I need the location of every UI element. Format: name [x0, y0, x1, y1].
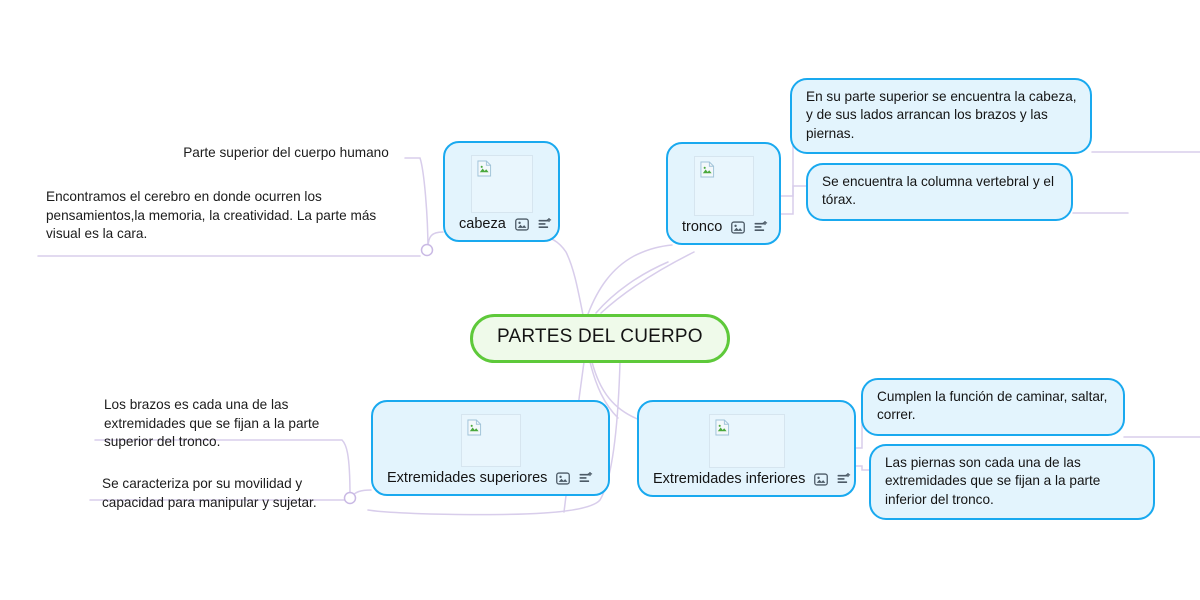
image-icon[interactable]: [556, 472, 571, 486]
ext-inf-note-2-text: Las piernas son cada una de las extremid…: [885, 455, 1101, 507]
cabeza-caption-row: cabeza: [457, 216, 551, 233]
wire-root-cabeza: [537, 235, 584, 316]
image-icon[interactable]: [814, 473, 829, 487]
node-cabeza[interactable]: cabeza: [443, 141, 560, 242]
note-add-icon[interactable]: [754, 221, 768, 234]
node-extremidades-superiores-note-2[interactable]: Se caracteriza por su movilidad y capaci…: [98, 473, 346, 515]
wire-cabeza-note1: [404, 157, 429, 253]
wire-root-tronco: [587, 244, 673, 315]
node-extremidades-inferiores-note-2[interactable]: Las piernas son cada una de las extremid…: [869, 444, 1155, 521]
tronco-note-2-text: Se encuentra la columna vertebral y el t…: [822, 174, 1054, 208]
note-add-icon[interactable]: [579, 472, 593, 485]
tronco-image-thumbnail[interactable]: [693, 156, 754, 216]
node-cabeza-note-1[interactable]: Parte superior del cuerpo humano: [168, 142, 404, 166]
broken-image-icon: [714, 419, 729, 436]
broken-image-icon: [699, 161, 714, 178]
ext-sup-note-1-text: Los brazos es cada una de las extremidad…: [104, 397, 320, 450]
root-node-label: PARTES DEL CUERPO: [497, 326, 703, 347]
extremidades-inferiores-image-thumbnail[interactable]: [708, 414, 785, 468]
node-tronco-note-1[interactable]: En su parte superior se encuentra la cab…: [790, 78, 1092, 155]
collapse-handle-extsup: [343, 491, 357, 505]
note-add-icon[interactable]: [837, 473, 851, 486]
node-tronco-note-2[interactable]: Se encuentra la columna vertebral y el t…: [806, 163, 1073, 221]
tronco-note-1-text: En su parte superior se encuentra la cab…: [806, 89, 1077, 141]
broken-image-icon: [476, 160, 491, 177]
cabeza-note-2-text: Encontramos el cerebro en donde ocurren …: [46, 189, 377, 242]
cabeza-note-1-text: Parte superior del cuerpo humano: [183, 145, 389, 160]
tronco-caption-row: tronco: [680, 219, 768, 236]
wire-fan-a: [595, 261, 669, 314]
node-tronco-label: tronco: [682, 219, 723, 235]
node-extremidades-superiores-note-1[interactable]: Los brazos es cada una de las extremidad…: [100, 394, 340, 455]
ext-inf-note-1-text: Cumplen la función de caminar, saltar, c…: [877, 389, 1108, 423]
image-icon[interactable]: [731, 221, 746, 235]
node-extremidades-inferiores[interactable]: Extremidades inferiores: [637, 400, 856, 497]
ext-sup-note-2-text: Se caracteriza por su movilidad y capaci…: [102, 476, 317, 510]
node-extremidades-inferiores-label: Extremidades inferiores: [653, 471, 806, 487]
node-cabeza-note-2[interactable]: Encontramos el cerebro en donde ocurren …: [42, 186, 394, 247]
root-node[interactable]: PARTES DEL CUERPO: [470, 314, 730, 363]
extremidades-inferiores-caption-row: Extremidades inferiores: [651, 471, 851, 488]
node-extremidades-superiores[interactable]: Extremidades superiores: [371, 400, 610, 496]
extremidades-superiores-image-thumbnail[interactable]: [460, 414, 521, 467]
wire-extsup-spine: [351, 489, 372, 497]
wire-extinf-note2: [855, 465, 871, 471]
node-extremidades-inferiores-note-1[interactable]: Cumplen la función de caminar, saltar, c…: [861, 378, 1125, 436]
broken-image-icon: [466, 419, 481, 436]
extremidades-superiores-caption-row: Extremidades superiores: [385, 470, 596, 487]
note-add-icon[interactable]: [538, 218, 552, 231]
cabeza-image-thumbnail[interactable]: [470, 155, 533, 213]
collapse-handle-cabeza: [420, 243, 434, 257]
node-extremidades-superiores-label: Extremidades superiores: [387, 470, 548, 486]
node-cabeza-label: cabeza: [459, 216, 506, 232]
wire-cabeza-spine: [427, 231, 444, 249]
node-tronco[interactable]: tronco: [666, 142, 781, 245]
wire-fan-b: [600, 251, 695, 314]
wire-tronco-note2: [780, 185, 807, 215]
image-icon[interactable]: [514, 218, 529, 232]
